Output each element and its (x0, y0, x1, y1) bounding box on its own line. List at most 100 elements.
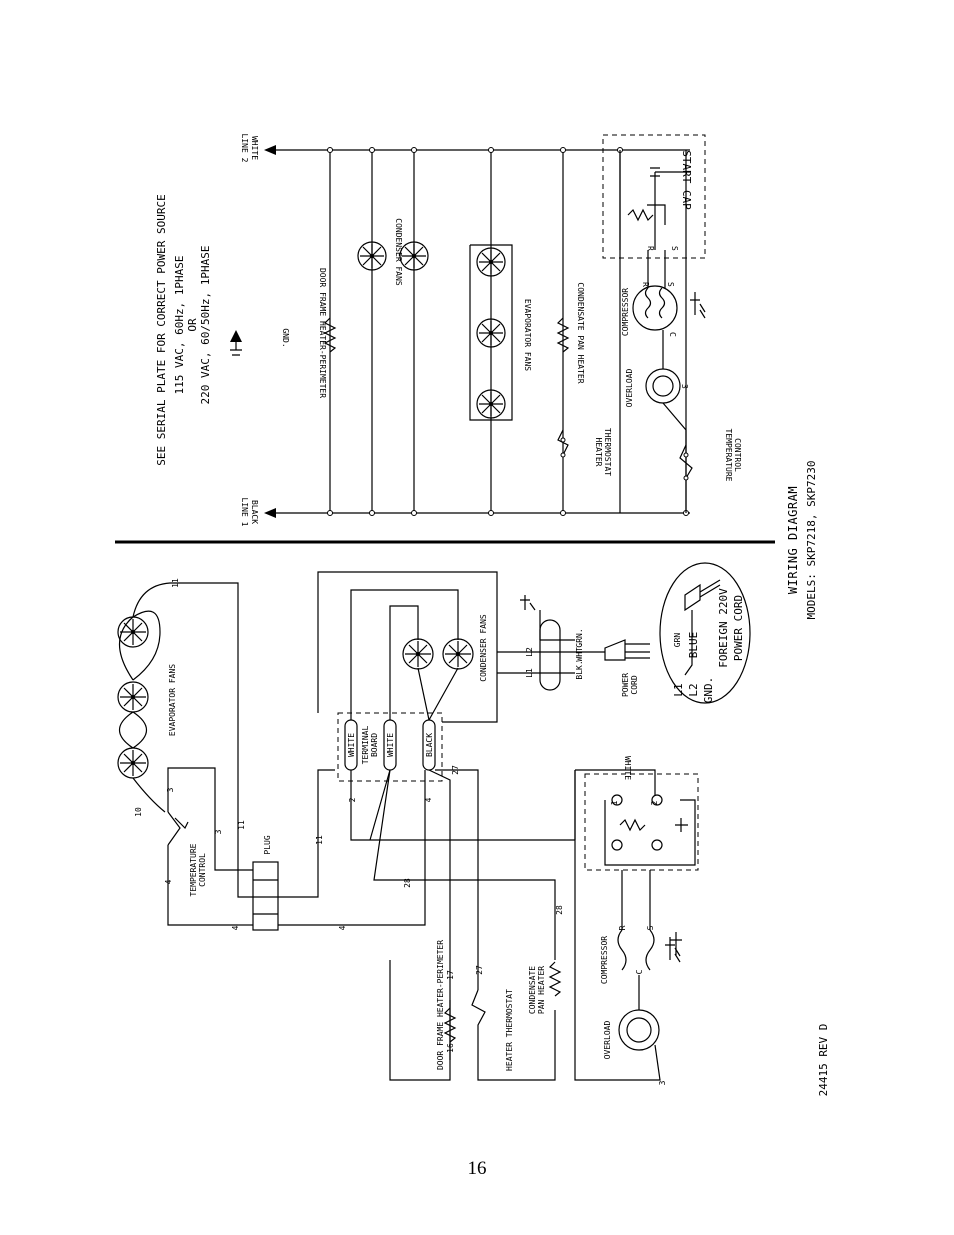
foreign-cord-group (659, 562, 751, 704)
r-label: R (646, 246, 655, 251)
wire-16: 16 (446, 1043, 455, 1053)
l2-label: L2 (525, 647, 534, 657)
compressor-icon (617, 929, 655, 971)
wire-27: 27 (451, 765, 460, 775)
condenser-fan-icon (402, 638, 434, 670)
line1-label: LINE 1 (240, 498, 249, 527)
s-label: S (666, 282, 675, 287)
wire-4: 4 (164, 879, 173, 884)
wire-28: 28 (555, 905, 564, 915)
condenser-fan-icon (357, 241, 387, 271)
terminal-black: BLACK (425, 733, 434, 757)
evaporator-fans-label: EVAPORATOR FANS (523, 299, 532, 371)
heater-thermostat-label-2: THERMOSTAT (603, 428, 612, 476)
wire-4: 4 (231, 925, 240, 930)
line2-label: LINE 2 (240, 134, 249, 163)
foreign-grn: GRN (673, 633, 682, 648)
evaporator-fan-icon (117, 681, 149, 713)
condensate-label-1: CONDENSATE (528, 966, 537, 1014)
foreign-title-1: FOREIGN 220V (717, 588, 730, 668)
wire-2: 2 (348, 797, 357, 802)
heater-thermostat-label-1: HEATER (594, 438, 603, 467)
line1-color-label: BLACK (250, 500, 259, 524)
blk-label: BLK. (575, 660, 584, 679)
r-label: R (641, 282, 650, 287)
door-heater-label: DOOR FRAME HEATER-PERIMETER (318, 268, 327, 398)
gnd-label: GND. (281, 328, 290, 347)
compressor-label: COMPRESSOR (600, 936, 609, 984)
evaporator-fan-icon (476, 318, 506, 348)
terminal-board-label-1: TERMINAL (361, 726, 370, 765)
evaporator-fan-icon (117, 616, 149, 648)
condenser-fan-icon (399, 241, 429, 271)
overload-label: OVERLOAD (603, 1021, 612, 1060)
foreign-gnd: GND. (702, 677, 715, 704)
start-cap-box (602, 134, 706, 259)
wire-4: 4 (424, 797, 433, 802)
evaporator-fan-icon (476, 247, 506, 277)
pictorial-diagram (117, 562, 751, 1081)
plug-block (252, 861, 279, 931)
condensate-heater-label: CONDENSATE PAN HEATER (576, 282, 585, 383)
terminal-board-label-2: BOARD (370, 733, 379, 757)
foreign-l1: L1 (672, 683, 685, 696)
l1-label: L1 (525, 668, 534, 678)
temp-control-label-2: CONTROL (733, 438, 742, 472)
wire-3: 3 (214, 829, 223, 834)
wire-3: 3 (166, 787, 175, 792)
s-label: S (646, 925, 655, 930)
compressor-icon (632, 285, 678, 331)
wire-11: 11 (171, 578, 180, 588)
temp-control-label-2: CONTROL (198, 853, 207, 887)
wht-label: WHT. (575, 642, 584, 661)
terminal-white-b: WHITE (386, 733, 395, 757)
overload-icon (645, 368, 681, 404)
evaporator-fan-icon (117, 747, 149, 779)
condenser-fans-label: CONDENSER FANS (394, 218, 403, 286)
wire-28: 28 (403, 878, 412, 888)
evaporator-fans-label: EVAPORATOR FANS (168, 664, 177, 736)
wire-27: 27 (475, 965, 484, 975)
compressor-label: COMPRESSOR (621, 288, 630, 336)
three-label: 3 (680, 384, 689, 389)
white-wire-label: WHITE (623, 756, 632, 780)
wire-4: 4 (338, 925, 347, 930)
line2-color-label: WHITE (250, 136, 259, 160)
power-cord-label-1: POWER (621, 673, 630, 697)
start-cap-label: START CAP (680, 150, 693, 210)
temp-control-label-1: TEMPERATURE (189, 843, 198, 896)
wire-11: 11 (315, 835, 324, 845)
wire-17: 17 (446, 970, 455, 980)
overload-label: OVERLOAD (625, 369, 634, 408)
doc-rev: 24415 REV D (817, 1024, 830, 1097)
heater-thermostat-label: HEATER THERMOSTAT (505, 989, 514, 1071)
foreign-title-2: POWER CORD (732, 595, 745, 661)
evaporator-fan-icon (476, 389, 506, 419)
condenser-fan-icon (442, 638, 474, 670)
schematic-diagram (230, 134, 706, 518)
power-cord-label-2: CORD (630, 675, 639, 694)
r-label: R (618, 925, 627, 930)
models-label: MODELS: SKP7218, SKP7230 (805, 461, 818, 620)
s-label: S (670, 246, 679, 251)
grn-label: GRN. (575, 628, 584, 647)
source-note-1: SEE SERIAL PLATE FOR CORRECT POWER SOURC… (155, 194, 168, 466)
plug-label: PLUG (263, 835, 272, 854)
relay-box (584, 773, 699, 871)
source-note-3: OR (186, 318, 199, 332)
condensate-label-2: PAN HEATER (537, 966, 546, 1014)
overload-icon (618, 1009, 660, 1051)
wire-2: 2 (650, 800, 659, 805)
foreign-blue: BLUE (687, 632, 700, 659)
source-note-4: 220 VAC, 60/50Hz, 1PHASE (199, 246, 212, 405)
foreign-l2: L2 (687, 683, 700, 696)
c-label: C (668, 332, 677, 337)
door-heater-label: DOOR FRAME HEATER-PERIMETER (436, 940, 445, 1070)
temp-control-label-1: TEMPERATURE (724, 429, 733, 482)
terminal-board (337, 712, 443, 782)
wire-10: 10 (134, 807, 143, 817)
source-note-2: 115 VAC, 60Hz, 1PHASE (173, 255, 186, 394)
wire-11: 11 (237, 820, 246, 830)
condenser-fans-label: CONDENSER FANS (479, 614, 488, 682)
